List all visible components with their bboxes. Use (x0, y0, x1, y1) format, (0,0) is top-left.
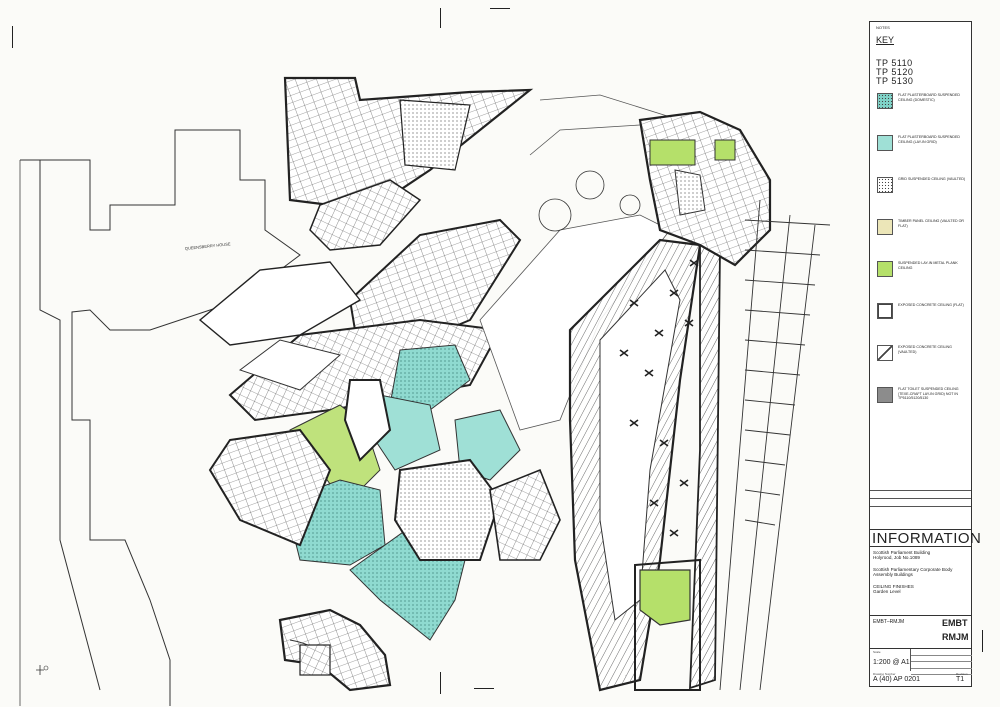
crop-mark (440, 672, 441, 694)
legend-item: SUSPENDED LAY-IN METAL PLANK CEILING (874, 258, 970, 288)
legend-item: EXPOSED CONCRETE CEILING (FLAT) (874, 300, 970, 330)
canopy-strip-2 (689, 243, 721, 690)
scale-value: 1:200 @ A1 (873, 659, 910, 666)
teal-zone-1 (389, 344, 471, 411)
drawing-number: A (40) AP 0201 (873, 676, 920, 683)
green-zone-2 (639, 569, 691, 626)
information-header: INFORMATION (870, 529, 982, 547)
tp-ref: TP 5130 (876, 76, 914, 86)
legend-label: EXPOSED CONCRETE CEILING (FLAT) (898, 303, 964, 307)
legend-item: EXPOSED CONCRETE CEILING (VAULTED) (874, 342, 970, 372)
legend-item: GRID SUSPENDED CEILING (VAULTED) (874, 174, 970, 204)
legend-label: GRID SUSPENDED CEILING (VAULTED) (898, 177, 966, 181)
crop-mark (490, 8, 510, 9)
tp-ref: TP 5110 (876, 58, 913, 68)
legend-item: TIMBER PANEL CEILING (VAULTED OR FLAT) (874, 216, 970, 246)
legend-swatch (877, 219, 893, 235)
tp-ref: TP 5120 (876, 67, 914, 77)
legend-label: FLAT PLASTERBOARD SUSPENDED CEILING (LAY… (898, 135, 960, 144)
logo-rmjm: RMJM (942, 632, 969, 642)
firm-block: EMBT–RMJM EMBT RMJM (870, 615, 971, 649)
column-markers (619, 259, 699, 537)
legend-swatch (877, 135, 893, 151)
legend-swatch (877, 345, 893, 361)
crop-mark (12, 26, 13, 48)
drawing-number-label: Drawing Number (873, 672, 896, 676)
legend-label: FLAT PLASTERBOARD SUSPENDED CEILING (DOM… (898, 93, 960, 102)
revision-line (870, 506, 971, 507)
block-south (208, 428, 332, 547)
legend-label: FLAT TOILET SUSPENDED CEILING (TEXE-CRAF… (898, 387, 959, 400)
revision-value: T1 (956, 676, 965, 683)
crop-mark (440, 8, 441, 28)
crop-mark (982, 630, 983, 652)
revision-label: Revision (956, 672, 968, 676)
title-block: NOTES KEY TP 5110 TP 5120 TP 5130 FLAT P… (869, 21, 982, 687)
building-label: QUEENSBERRY HOUSE (185, 241, 231, 251)
notes-label: NOTES (876, 25, 890, 30)
legend-swatch (877, 93, 893, 109)
leaf-3 (198, 261, 362, 346)
block-southwest (278, 608, 392, 692)
legend-swatch (877, 177, 893, 193)
meta-grid (910, 649, 972, 675)
legend-item: FLAT TOILET SUSPENDED CEILING (TEXE-CRAF… (874, 384, 970, 414)
scale-label: Scale (873, 650, 881, 654)
legend-swatch (877, 387, 893, 403)
legend-item: FLAT PLASTERBOARD SUSPENDED CEILING (DOM… (874, 90, 970, 120)
legend-swatch (877, 303, 893, 319)
east-lattice (719, 199, 831, 691)
key-label: KEY (876, 35, 895, 45)
crop-mark (474, 688, 494, 689)
legend-label: EXPOSED CONCRETE CEILING (VAULTED) (898, 345, 952, 354)
firm-name: EMBT–RMJM (873, 619, 905, 625)
legend-label: TIMBER PANEL CEILING (VAULTED OR FLAT) (898, 219, 964, 228)
floor-plan: QUEENSBERRY HOUSE (19, 76, 831, 706)
revision-line (870, 498, 971, 499)
revision-line (870, 490, 971, 491)
legend-swatch (877, 261, 893, 277)
legend-item: FLAT PLASTERBOARD SUSPENDED CEILING (LAY… (874, 132, 970, 162)
legend-label: SUSPENDED LAY-IN METAL PLANK CEILING (898, 261, 958, 270)
logo-embt: EMBT (942, 618, 968, 628)
